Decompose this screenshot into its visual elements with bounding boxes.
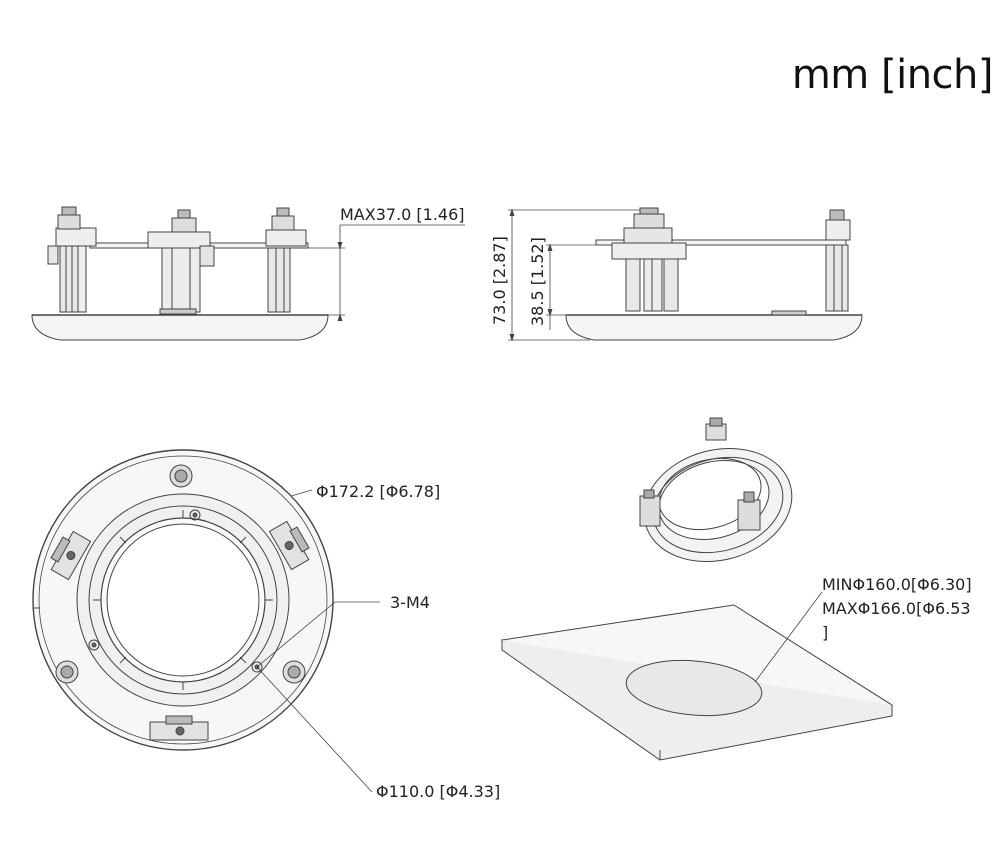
body-height-label: 38.5 [1.52] [528,237,547,326]
total-height-label: 73.0 [2.87] [490,236,509,325]
top-view-ring [32,449,380,793]
max-height-label: MAX37.0 [1.46] [340,205,465,224]
hole-max-close-label: ] [822,623,829,642]
inner-diameter-label: Φ110.0 [Φ4.33] [376,782,501,801]
outer-diameter-label: Φ172.2 [Φ6.78] [316,482,441,501]
units-label: mm [inch] [791,52,994,98]
side-view-right [508,207,863,342]
hole-max-label: MAXΦ166.0[Φ6.53 [822,599,971,618]
hole-min-label: MINΦ160.0[Φ6.30] [822,575,972,594]
ceiling-plate [500,591,894,761]
side-view-left [31,206,465,341]
isometric-bracket [639,417,793,563]
screw-label: 3-M4 [390,593,430,612]
